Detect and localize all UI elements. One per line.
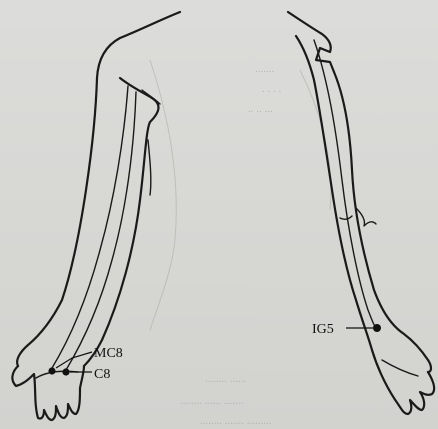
left-arm: MC8 C8 [12,12,180,420]
right-arm: IG5 [288,12,434,414]
left-arm-meridian-heart [66,92,136,370]
right-arm-outer-contour [334,72,431,372]
label-c8: C8 [94,367,110,382]
right-hand [372,350,434,414]
right-arm-inner-contour [296,36,372,350]
bleed-through-ghost: ....... . . . . .. .. ... ........ .....… [150,60,331,427]
label-ig5: IG5 [312,322,334,337]
svg-text:.. .. ...: .. .. ... [248,103,273,115]
svg-text:........ ......: ........ ...... [205,373,247,385]
left-arm-meridian-pericardium [52,86,128,368]
svg-text:. . . .: . . . . [262,83,282,95]
svg-text:........ ...... .......: ........ ...... ....... [180,395,244,407]
left-hand [12,366,84,420]
point-ig5-marker [373,324,381,332]
right-arm-shoulder-contour [288,12,334,72]
mc8-leader-line [56,352,92,368]
point-mc8-marker [48,367,55,374]
svg-text:........ ....... .........: ........ ....... ......... [200,415,272,427]
label-mc8: MC8 [94,346,123,361]
point-c8-marker [62,368,69,375]
svg-text:.......: ....... [255,63,275,75]
right-hand-knuckles [382,360,418,376]
right-arm-meridian-small-intestine [314,40,376,328]
